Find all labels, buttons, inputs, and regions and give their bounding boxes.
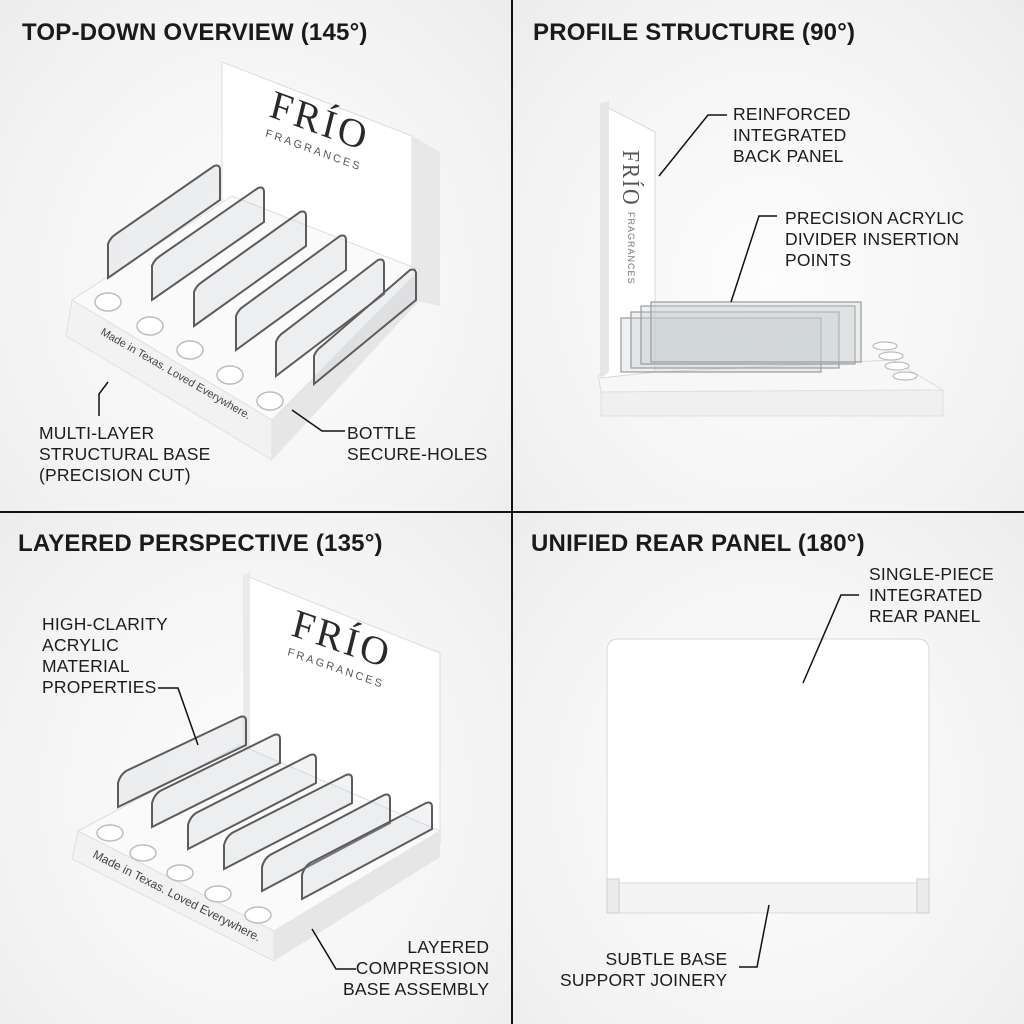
acrylic-divider (151, 186, 265, 302)
acrylic-divider (620, 317, 822, 373)
bottle-hole (176, 340, 204, 360)
display-stand-illustration: FRÍO FRAGRANCES Made in Texas. Loved Eve… (65, 61, 440, 461)
callout-base-joinery: SUBTLE BASE SUPPORT JOINERY (560, 949, 728, 990)
leader-line-dividers (730, 215, 777, 303)
rear-panel-illustration (606, 594, 930, 968)
panel-title: UNIFIED REAR PANEL (180°) (531, 530, 865, 557)
acrylic-divider (261, 793, 391, 893)
base-side-face (274, 831, 440, 961)
callout-structural-base: MULTI-LAYER STRUCTURAL BASE (PRECISION C… (39, 423, 211, 485)
bottle-hole (216, 365, 244, 385)
leader-line-joinery (739, 904, 770, 968)
acrylic-divider (117, 715, 247, 809)
acrylic-divider (151, 733, 281, 829)
bottle-hole (244, 906, 272, 924)
display-stand-profile-illustration: FRÍO FRAGRANCES (597, 100, 945, 417)
joinery-right (916, 878, 930, 914)
acrylic-divider (223, 773, 353, 871)
bottle-hole (872, 341, 898, 351)
rear-panel (606, 638, 930, 902)
panel-title: LAYERED PERSPECTIVE (135°) (18, 530, 383, 557)
acrylic-divider (187, 753, 317, 851)
acrylic-divider (301, 801, 433, 901)
bottle-hole (256, 391, 284, 411)
callout-divider-insertion: PRECISION ACRYLIC DIVIDER INSERTION POIN… (785, 208, 965, 270)
leader-line-base-assembly (311, 928, 356, 970)
callout-acrylic-properties: HIGH-CLARITY ACRYLIC MATERIAL PROPERTIES (42, 614, 168, 697)
divider-horizontal (0, 511, 1024, 513)
base-front-face (600, 389, 944, 417)
acrylic-divider (640, 305, 856, 365)
acrylic-divider (630, 311, 840, 369)
leader-line-rear-panel (802, 594, 859, 684)
brand-logo-side: FRÍO (618, 150, 644, 206)
acrylic-divider (650, 301, 862, 363)
bottle-holes (96, 824, 272, 924)
leader-line-back-panel (658, 114, 727, 177)
panel-unified-rear-panel: UNIFIED REAR PANEL (180°) SINGLE-PIECE I… (513, 513, 1024, 1024)
acrylic-divider (107, 164, 221, 280)
acrylic-divider (235, 234, 347, 352)
panel-layered-perspective: LAYERED PERSPECTIVE (135°) FRÍO FRAGRANC… (0, 513, 511, 1024)
base-side-face (272, 270, 420, 460)
panel-title: PROFILE STRUCTURE (90°) (533, 19, 856, 46)
acrylic-divider (193, 210, 307, 328)
panel-top-down-overview: TOP-DOWN OVERVIEW (145°) FRÍO FRAGRANCES (0, 0, 511, 511)
panel-title: TOP-DOWN OVERVIEW (145°) (22, 19, 368, 46)
bottle-hole (136, 316, 164, 336)
bottle-holes (872, 341, 918, 381)
display-stand-perspective-illustration: FRÍO FRAGRANCES Made in Texas. Loved Eve… (71, 571, 442, 970)
callout-bottle-holes: BOTTLE SECURE-HOLES (347, 423, 488, 464)
bottle-hole (884, 361, 910, 371)
acrylic-divider (275, 258, 385, 379)
back-panel-edge (244, 571, 250, 765)
panel-profile-structure: PROFILE STRUCTURE (90°) FRÍO FRAGRANCES (513, 0, 1024, 511)
brand-logo-side-sub: FRAGRANCES (626, 212, 636, 285)
leader-line-holes (291, 409, 345, 432)
acrylic-dividers (107, 164, 417, 387)
bottle-hole (204, 885, 232, 903)
acrylic-divider (313, 268, 417, 387)
bottle-hole (96, 824, 124, 842)
bottle-hole (166, 864, 194, 882)
acrylic-dividers (620, 301, 862, 373)
callout-back-panel: REINFORCED INTEGRATED BACK PANEL (733, 104, 851, 166)
leader-line-base (98, 381, 109, 416)
acrylic-dividers (117, 715, 433, 901)
bottle-hole (878, 351, 904, 361)
leader-line-acrylic (158, 687, 199, 746)
joinery-left (606, 878, 620, 914)
callout-rear-panel: SINGLE-PIECE INTEGRATED REAR PANEL (869, 564, 994, 626)
bottle-hole (129, 844, 157, 862)
bottle-hole (94, 292, 122, 312)
back-panel-edge (412, 136, 440, 306)
back-panel-edge (601, 100, 609, 378)
bottle-hole (892, 371, 918, 381)
bottle-holes (94, 292, 284, 411)
callout-base-assembly: LAYERED COMPRESSION BASE ASSEMBLY (343, 937, 490, 999)
